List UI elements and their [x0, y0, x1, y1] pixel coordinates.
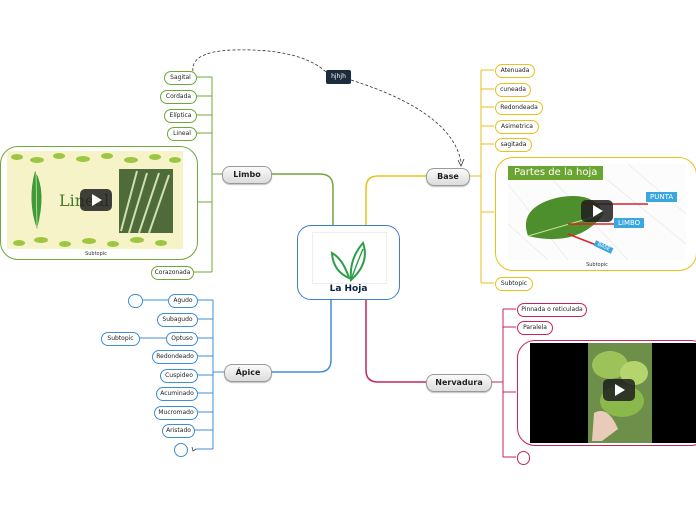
limbo-item[interactable]: Cordada [160, 90, 197, 104]
leaf-logo-icon [312, 232, 387, 284]
limbo-item[interactable]: Lineal [167, 127, 197, 141]
apice-subtopic[interactable]: Subtopic [101, 332, 140, 346]
branch-limbo[interactable]: Limbo [222, 166, 272, 184]
relationship-label[interactable]: hjhjh [326, 70, 351, 84]
limbo-item[interactable]: Elíptica [164, 109, 197, 123]
play-icon[interactable] [603, 379, 635, 401]
apice-item[interactable]: Agudo [168, 294, 198, 308]
base-media-tag: LIMBO [614, 218, 645, 228]
apice-item[interactable]: Acuminado [156, 387, 198, 401]
central-topic[interactable]: La Hoja [297, 225, 400, 300]
play-icon[interactable] [581, 200, 613, 222]
base-media-caption: Subtopic [586, 262, 608, 268]
central-title: La Hoja [329, 284, 368, 294]
limbo-item[interactable]: Corazonada [151, 266, 194, 280]
apice-item[interactable]: Cuspideo [160, 369, 198, 383]
play-icon[interactable] [80, 189, 112, 211]
nervadura-item[interactable]: Paralela [517, 321, 553, 335]
limbo-media-card[interactable]: Lineal Subtopic [0, 146, 198, 260]
limbo-item[interactable]: Sagital [164, 71, 197, 85]
apice-item[interactable]: Subagudo [157, 313, 198, 327]
base-media-card[interactable]: Partes de la hoja PUNTA LIMBO BASE Subto… [495, 157, 696, 271]
apice-item[interactable]: Mucromado [154, 406, 198, 420]
limbo-media-caption: Subtopic [85, 251, 107, 257]
base-item[interactable]: sagitada [495, 138, 532, 152]
branch-apice[interactable]: Ápice [224, 364, 272, 382]
nervadura-empty-item[interactable] [517, 451, 530, 465]
base-item[interactable]: Atenuada [495, 64, 535, 78]
apice-empty-subitem[interactable] [128, 294, 143, 308]
nervadura-media-card[interactable] [517, 340, 696, 446]
nervadura-item[interactable]: Pinnada o reticulada [517, 303, 587, 317]
base-item[interactable]: Subtopic [495, 277, 533, 291]
apice-item[interactable]: Redondeado [152, 350, 198, 364]
base-item[interactable]: Redondeada [495, 101, 543, 115]
branch-base[interactable]: Base [426, 168, 470, 186]
base-item[interactable]: Asimetrica [495, 120, 539, 134]
base-media-title: Partes de la hoja [508, 166, 604, 180]
apice-item[interactable]: Aristado [162, 424, 195, 438]
apice-item[interactable]: Optuso [166, 332, 198, 346]
base-media-tag: PUNTA [646, 192, 678, 202]
branch-nervadura[interactable]: Nervadura [426, 374, 492, 392]
apice-empty-item[interactable] [174, 443, 188, 457]
limbo-video-thumbnail: Lineal [7, 151, 183, 249]
base-item[interactable]: cuneada [495, 83, 531, 97]
